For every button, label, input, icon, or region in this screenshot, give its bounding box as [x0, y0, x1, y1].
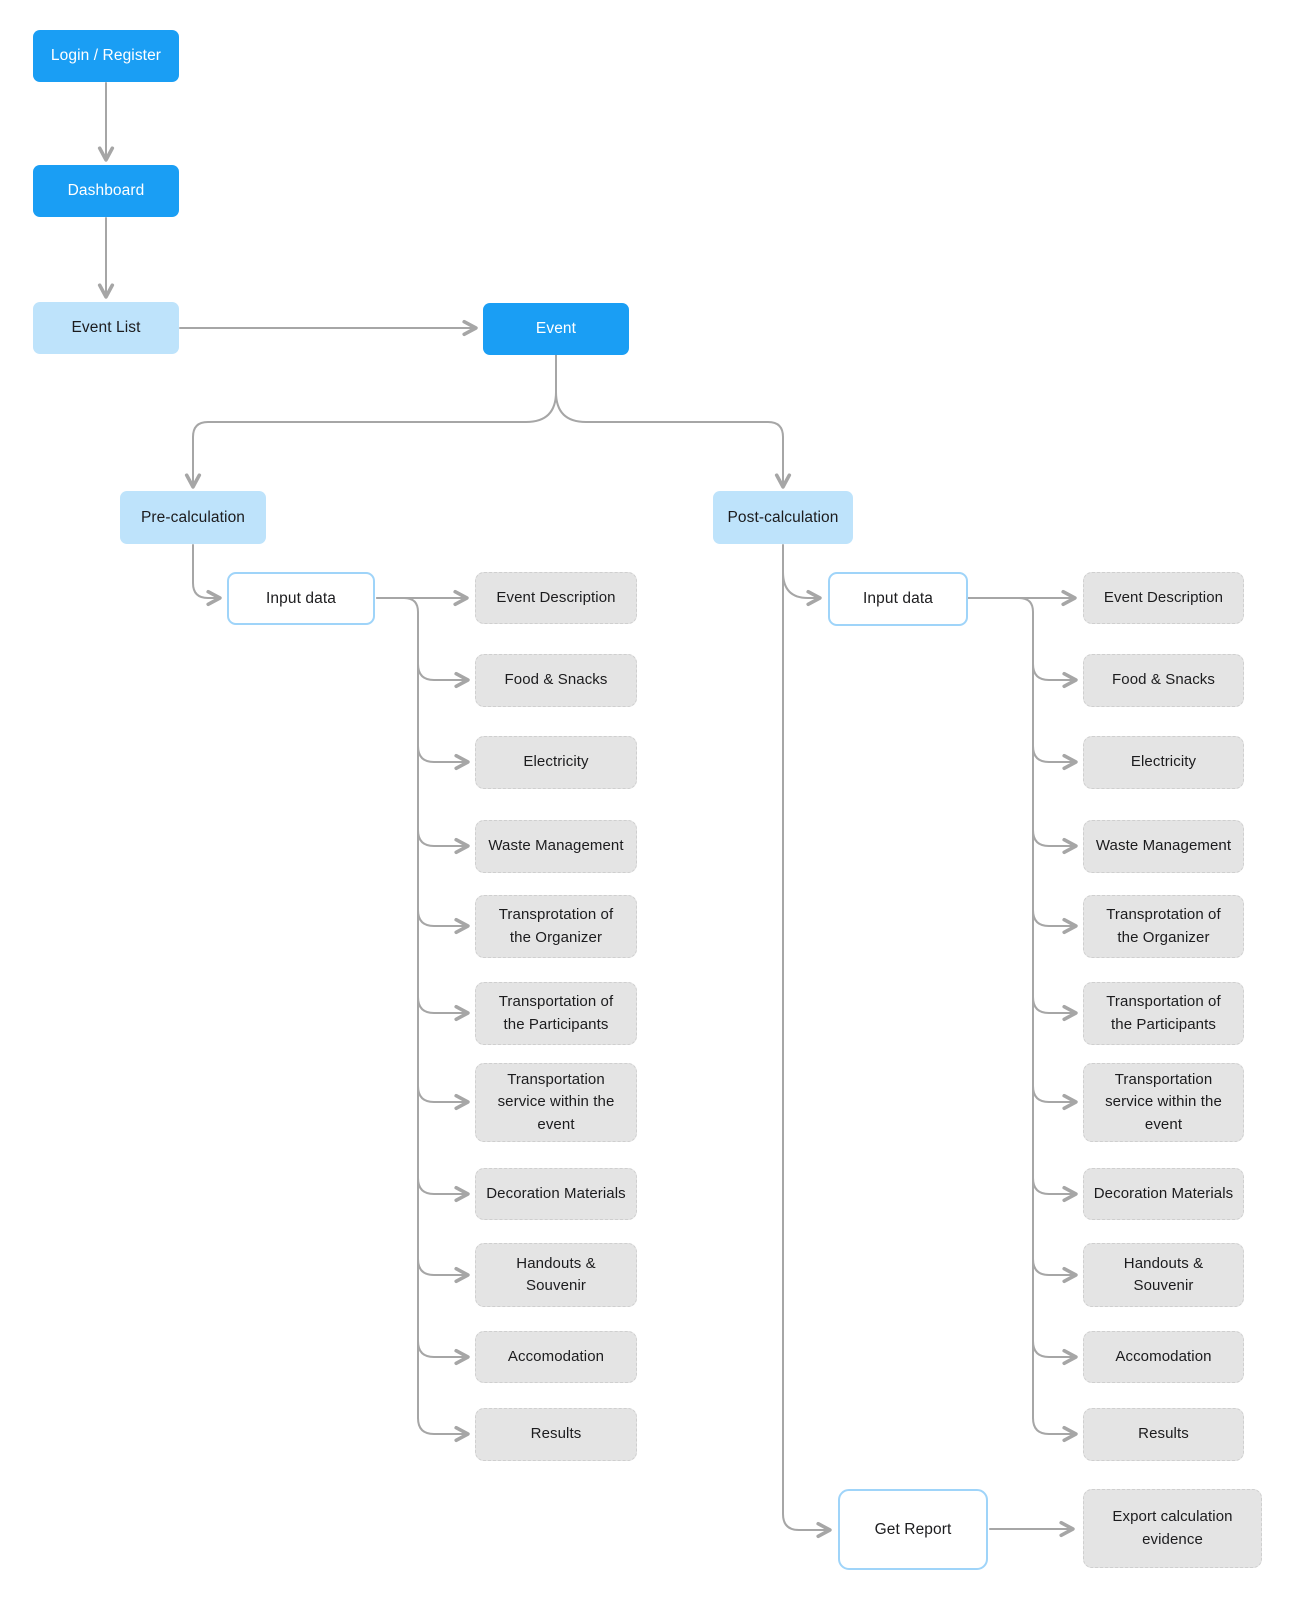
dashboard-node: Dashboard [33, 165, 179, 217]
edge-event-precalculation [184, 354, 557, 489]
export-evidence-label: Export calculation evidence [1112, 1508, 1233, 1548]
trunk-pre [376, 597, 419, 1419]
input-data-post-label: Input data [863, 590, 933, 607]
edge-precalc-inputdata [192, 544, 222, 607]
login-register-label: Login / Register [50, 47, 162, 64]
post-category-event-description: Event Description [1083, 572, 1244, 624]
post-category-transportation-service: Transportation service within the event [1083, 1063, 1244, 1142]
event-label: Event [535, 320, 577, 337]
post-category-decoration-materials: Decoration Materials [1083, 1168, 1244, 1220]
trunk-post-getreport [782, 544, 832, 1539]
pre-category-decoration-materials: Decoration Materials [475, 1168, 637, 1220]
post-category-accomodation: Accomodation [1083, 1331, 1244, 1383]
get-report-label: Get Report [874, 1520, 952, 1538]
pre-category-waste-management: Waste Management [475, 820, 637, 873]
input-data-post-node: Input data [828, 572, 968, 626]
pre-category-handouts-souvenir: Handouts & Souvenir [475, 1243, 637, 1307]
post-category-waste-management: Waste Management [1083, 820, 1244, 873]
post-category-electricity: Electricity [1083, 736, 1244, 789]
pre-category-transportation-service: Transportation service within the event [475, 1063, 637, 1142]
input-data-pre-label: Input data [266, 589, 336, 607]
pre-calculation-node: Pre-calculation [120, 491, 266, 544]
dashboard-label: Dashboard [67, 182, 145, 199]
edge-event-postcalculation [555, 354, 792, 489]
input-data-pre-node: Input data [227, 572, 375, 625]
post-category-food-snacks: Food & Snacks [1083, 654, 1244, 707]
edge-postcalc-inputdata [782, 571, 822, 607]
post-category-results: Results [1083, 1408, 1244, 1461]
pre-category-transportation-organizer: Transprotation of the Organizer [475, 895, 637, 958]
pre-category-electricity: Electricity [475, 736, 637, 789]
pre-category-event-description: Event Description [475, 572, 637, 624]
pre-calculation-label: Pre-calculation [140, 508, 246, 526]
trunk-post [967, 597, 1034, 1419]
event-node: Event [483, 303, 629, 355]
export-evidence-node: Export calculation evidence [1083, 1489, 1262, 1568]
get-report-node: Get Report [838, 1489, 988, 1570]
event-list-label: Event List [71, 319, 141, 336]
post-category-transportation-participants: Transportation of the Participants [1083, 982, 1244, 1045]
login-register-node: Login / Register [33, 30, 179, 82]
post-calculation-label: Post-calculation [727, 508, 839, 526]
event-list-node: Event List [33, 302, 179, 354]
post-calculation-node: Post-calculation [713, 491, 853, 544]
pre-category-food-snacks: Food & Snacks [475, 654, 637, 707]
post-category-handouts-souvenir: Handouts & Souvenir [1083, 1243, 1244, 1307]
post-category-transportation-organizer: Transprotation of the Organizer [1083, 895, 1244, 958]
pre-category-results: Results [475, 1408, 637, 1461]
pre-category-transportation-participants: Transportation of the Participants [475, 982, 637, 1045]
pre-category-accomodation: Accomodation [475, 1331, 637, 1383]
